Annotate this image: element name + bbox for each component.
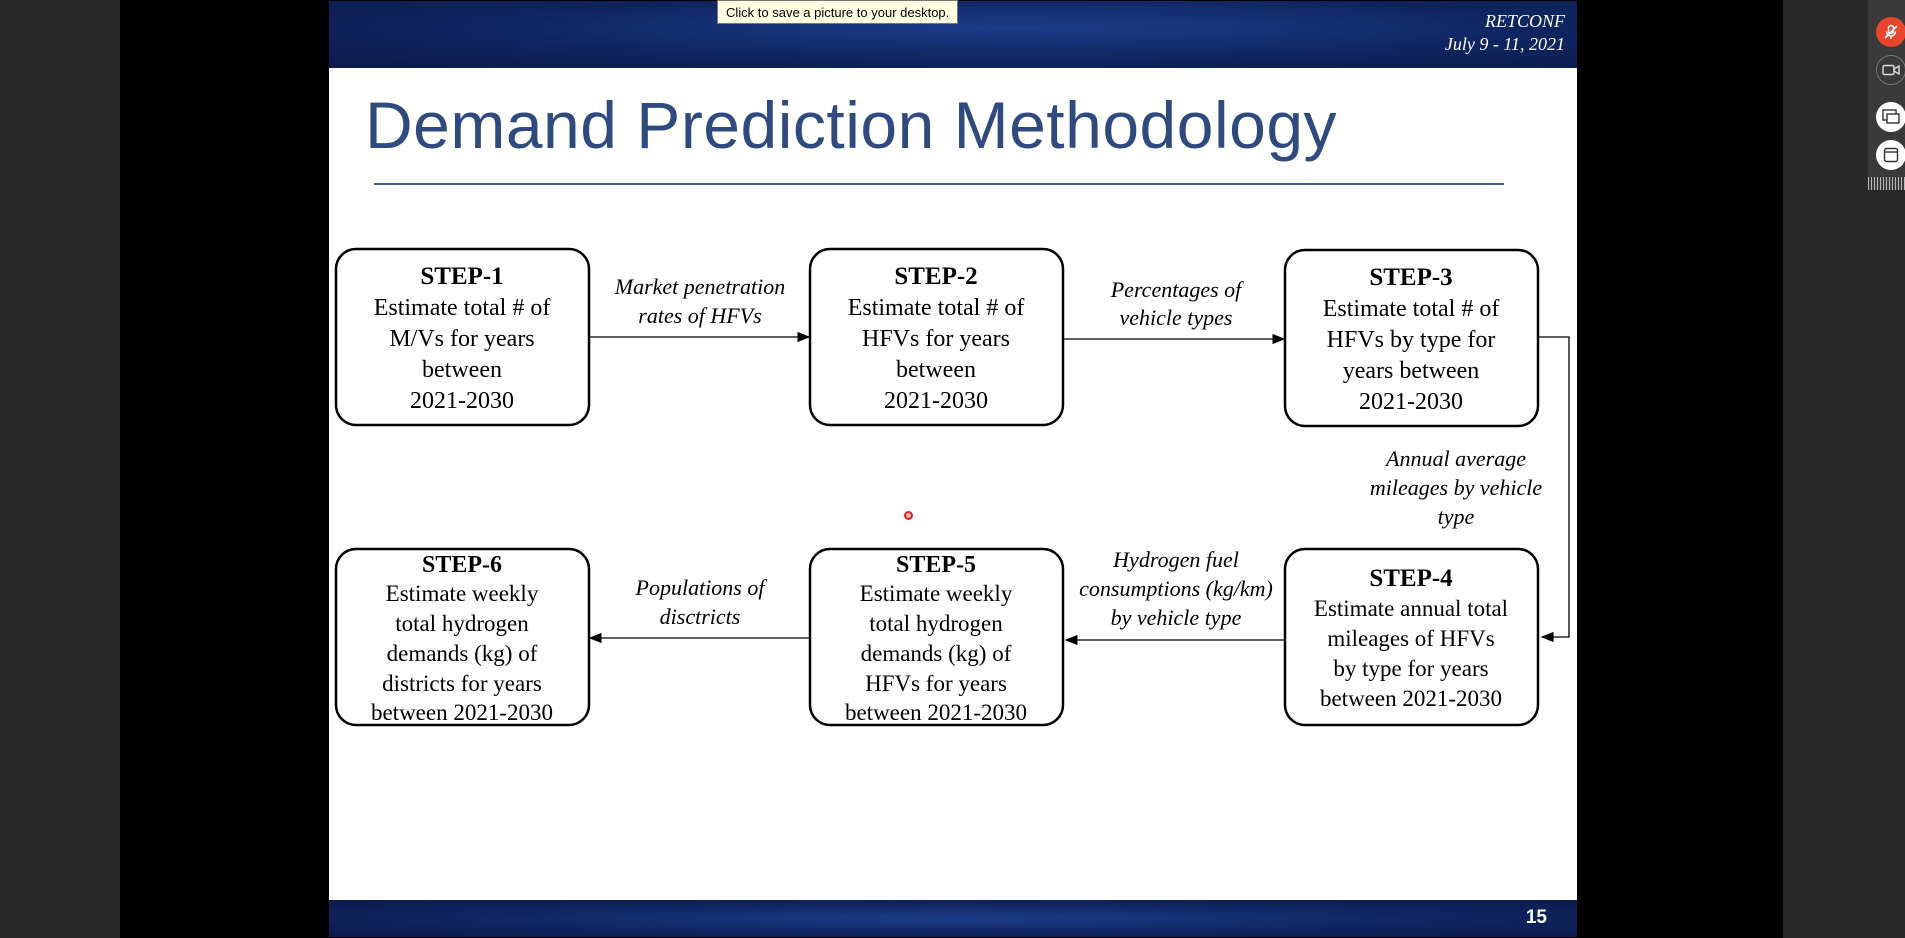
label-fuel-consumption-2: consumptions (kg/km) bbox=[1079, 576, 1273, 601]
step-5-label: STEP-5 bbox=[896, 552, 976, 578]
step-3-line-3: years between bbox=[1343, 358, 1480, 384]
muted-microphone-icon bbox=[1884, 24, 1898, 39]
step-6-line-2: total hydrogen bbox=[395, 611, 529, 636]
conference-dates: July 9 - 11, 2021 bbox=[1444, 34, 1565, 54]
toolbar-drag-handle[interactable] bbox=[1868, 177, 1905, 190]
presentation-slide: RETCONF July 9 - 11, 2021 Demand Predict… bbox=[329, 1, 1577, 937]
meeting-side-toolbar bbox=[1868, 0, 1905, 190]
window-icon bbox=[1883, 147, 1899, 163]
step-2-line-2: HFVs for years bbox=[862, 326, 1010, 352]
camera-toggle-button[interactable] bbox=[1876, 55, 1905, 85]
step-3-line-1: Estimate total # of bbox=[1323, 296, 1500, 322]
step-6-line-3: demands (kg) of bbox=[387, 641, 538, 666]
conference-name: RETCONF bbox=[1484, 11, 1565, 31]
label-district-populations-1: Populations of bbox=[635, 575, 768, 600]
step-6-line-1: Estimate weekly bbox=[386, 581, 539, 606]
label-annual-mileage-3: type bbox=[1438, 504, 1475, 529]
share-screen-icon bbox=[1882, 109, 1900, 124]
step-4-box: STEP-4 Estimate annual total mileages of… bbox=[1283, 547, 1540, 727]
slide-title: Demand Prediction Methodology bbox=[365, 88, 1338, 162]
label-fuel-consumption-1: Hydrogen fuel bbox=[1112, 547, 1239, 572]
step-5-line-4: HFVs for years bbox=[865, 671, 1007, 696]
step-3-line-4: 2021-2030 bbox=[1359, 389, 1463, 415]
save-picture-tooltip: Click to save a picture to your desktop. bbox=[717, 0, 959, 24]
share-screen-button[interactable] bbox=[1876, 102, 1905, 132]
step-4-line-3: by type for years bbox=[1333, 656, 1488, 681]
step-5-line-2: total hydrogen bbox=[869, 611, 1003, 636]
step-1-box: STEP-1 Estimate total # of M/Vs for year… bbox=[334, 247, 591, 427]
label-vehicle-percentages-2: vehicle types bbox=[1120, 305, 1233, 330]
label-fuel-consumption-3: by vehicle type bbox=[1111, 605, 1242, 630]
step-4-line-4: between 2021-2030 bbox=[1320, 686, 1502, 711]
step-2-box: STEP-2 Estimate total # of HFVs for year… bbox=[808, 247, 1065, 427]
slide-footer: 15 bbox=[329, 900, 1577, 937]
methodology-flowchart: STEP-1 Estimate total # of M/Vs for year… bbox=[329, 231, 1577, 736]
step-3-label: STEP-3 bbox=[1369, 264, 1452, 291]
step-6-line-4: districts for years bbox=[382, 671, 542, 696]
step-1-line-2: M/Vs for years bbox=[389, 326, 534, 352]
step-2-label: STEP-2 bbox=[894, 263, 977, 290]
step-1-line-3: between bbox=[422, 357, 502, 383]
step-3-box: STEP-3 Estimate total # of HFVs by type … bbox=[1283, 248, 1540, 428]
step-4-line-1: Estimate annual total bbox=[1314, 596, 1508, 621]
window-toggle-button[interactable] bbox=[1876, 140, 1905, 170]
step-4-line-2: mileages of HFVs bbox=[1327, 626, 1494, 651]
step-1-label: STEP-1 bbox=[420, 263, 503, 290]
label-district-populations-2: disctricts bbox=[660, 604, 741, 629]
label-market-penetration-1: Market penetration bbox=[614, 274, 785, 299]
step-5-box: STEP-5 Estimate weekly total hydrogen de… bbox=[808, 547, 1065, 727]
step-5-line-5: between 2021-2030 bbox=[845, 700, 1027, 725]
step-1-line-1: Estimate total # of bbox=[374, 295, 551, 321]
step-6-line-5: between 2021-2030 bbox=[371, 700, 553, 725]
video-camera-icon bbox=[1882, 64, 1900, 76]
left-letterbox bbox=[0, 0, 120, 938]
step-2-line-3: between bbox=[896, 357, 976, 383]
step-5-line-1: Estimate weekly bbox=[860, 581, 1013, 606]
step-5-line-3: demands (kg) of bbox=[861, 641, 1012, 666]
label-annual-mileage-1: Annual average bbox=[1384, 446, 1526, 471]
step-1-line-4: 2021-2030 bbox=[410, 388, 514, 414]
title-underline bbox=[374, 183, 1504, 185]
label-vehicle-percentages-1: Percentages of bbox=[1110, 277, 1244, 302]
step-6-label: STEP-6 bbox=[422, 552, 502, 578]
step-4-label: STEP-4 bbox=[1369, 565, 1453, 592]
label-annual-mileage-2: mileages by vehicle bbox=[1370, 475, 1542, 500]
label-market-penetration-2: rates of HFVs bbox=[638, 303, 761, 328]
step-6-box: STEP-6 Estimate weekly total hydrogen de… bbox=[334, 547, 591, 727]
slide-page-number: 15 bbox=[1525, 907, 1547, 928]
step-2-line-1: Estimate total # of bbox=[848, 295, 1025, 321]
arrow-step3-to-step4 bbox=[1539, 336, 1570, 643]
step-2-line-4: 2021-2030 bbox=[884, 388, 988, 414]
step-3-line-2: HFVs by type for bbox=[1327, 327, 1496, 353]
mic-toggle-button[interactable] bbox=[1876, 17, 1905, 47]
pointer-cursor-dot bbox=[904, 511, 913, 520]
